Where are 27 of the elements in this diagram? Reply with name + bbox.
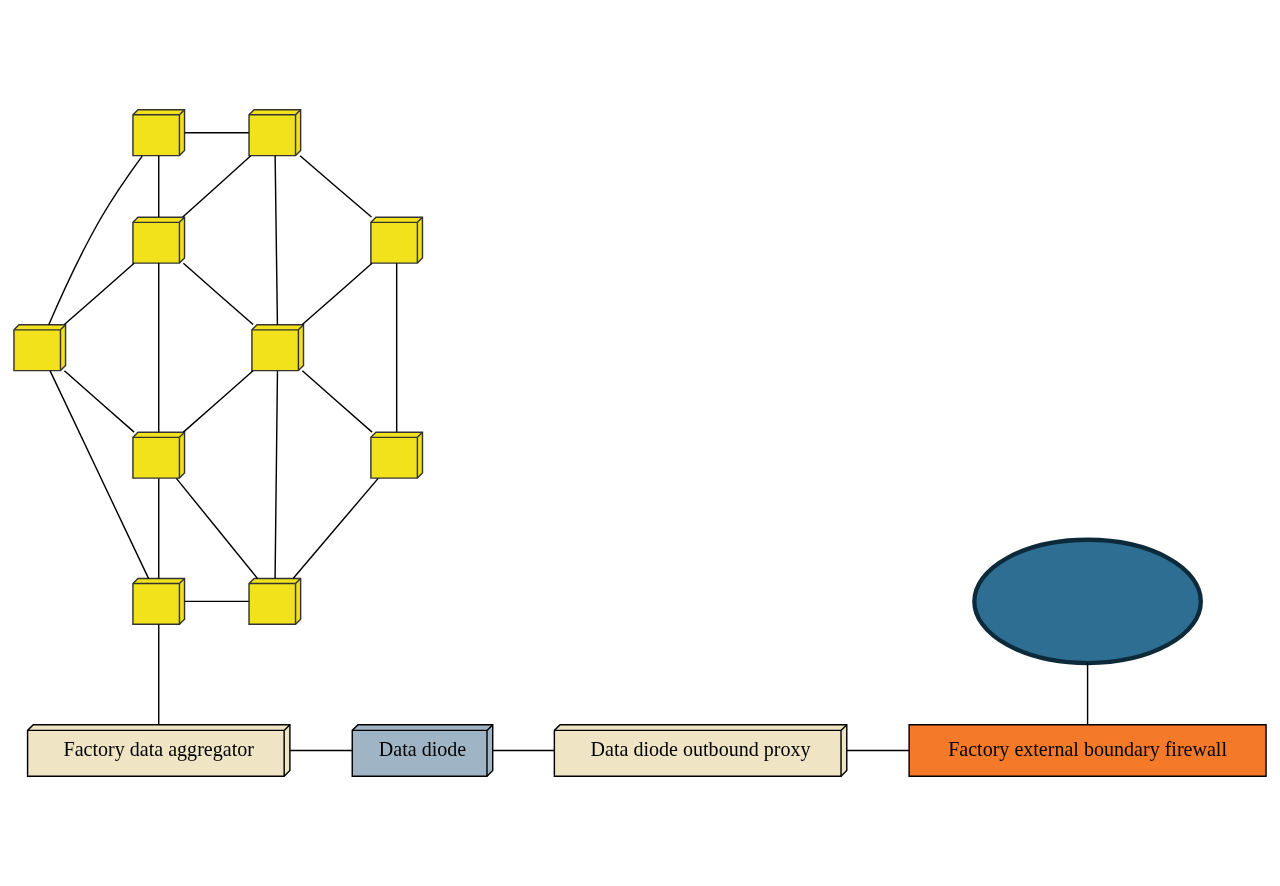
connector bbox=[158, 623, 160, 726]
connector bbox=[492, 749, 555, 752]
connector bbox=[182, 155, 252, 218]
connector bbox=[183, 600, 250, 603]
connector bbox=[182, 262, 254, 326]
connector bbox=[158, 262, 160, 433]
connector bbox=[274, 370, 279, 580]
connector bbox=[289, 749, 353, 752]
connector bbox=[182, 370, 254, 433]
connector bbox=[292, 477, 379, 580]
connector bbox=[158, 155, 160, 218]
connector bbox=[183, 131, 250, 134]
connector bbox=[63, 262, 135, 326]
connector bbox=[1086, 662, 1089, 726]
connector bbox=[846, 749, 910, 752]
node-cloud bbox=[972, 537, 1203, 666]
connector bbox=[301, 262, 373, 326]
connector bbox=[301, 370, 373, 433]
connector bbox=[175, 477, 259, 580]
connector bbox=[158, 477, 160, 580]
connector bbox=[63, 370, 135, 433]
connector bbox=[274, 154, 279, 326]
connector bbox=[49, 370, 150, 580]
node-box: Factory external boundary firewall bbox=[908, 723, 1267, 777]
connector bbox=[299, 155, 373, 218]
connector bbox=[48, 155, 143, 326]
connector bbox=[395, 262, 398, 433]
